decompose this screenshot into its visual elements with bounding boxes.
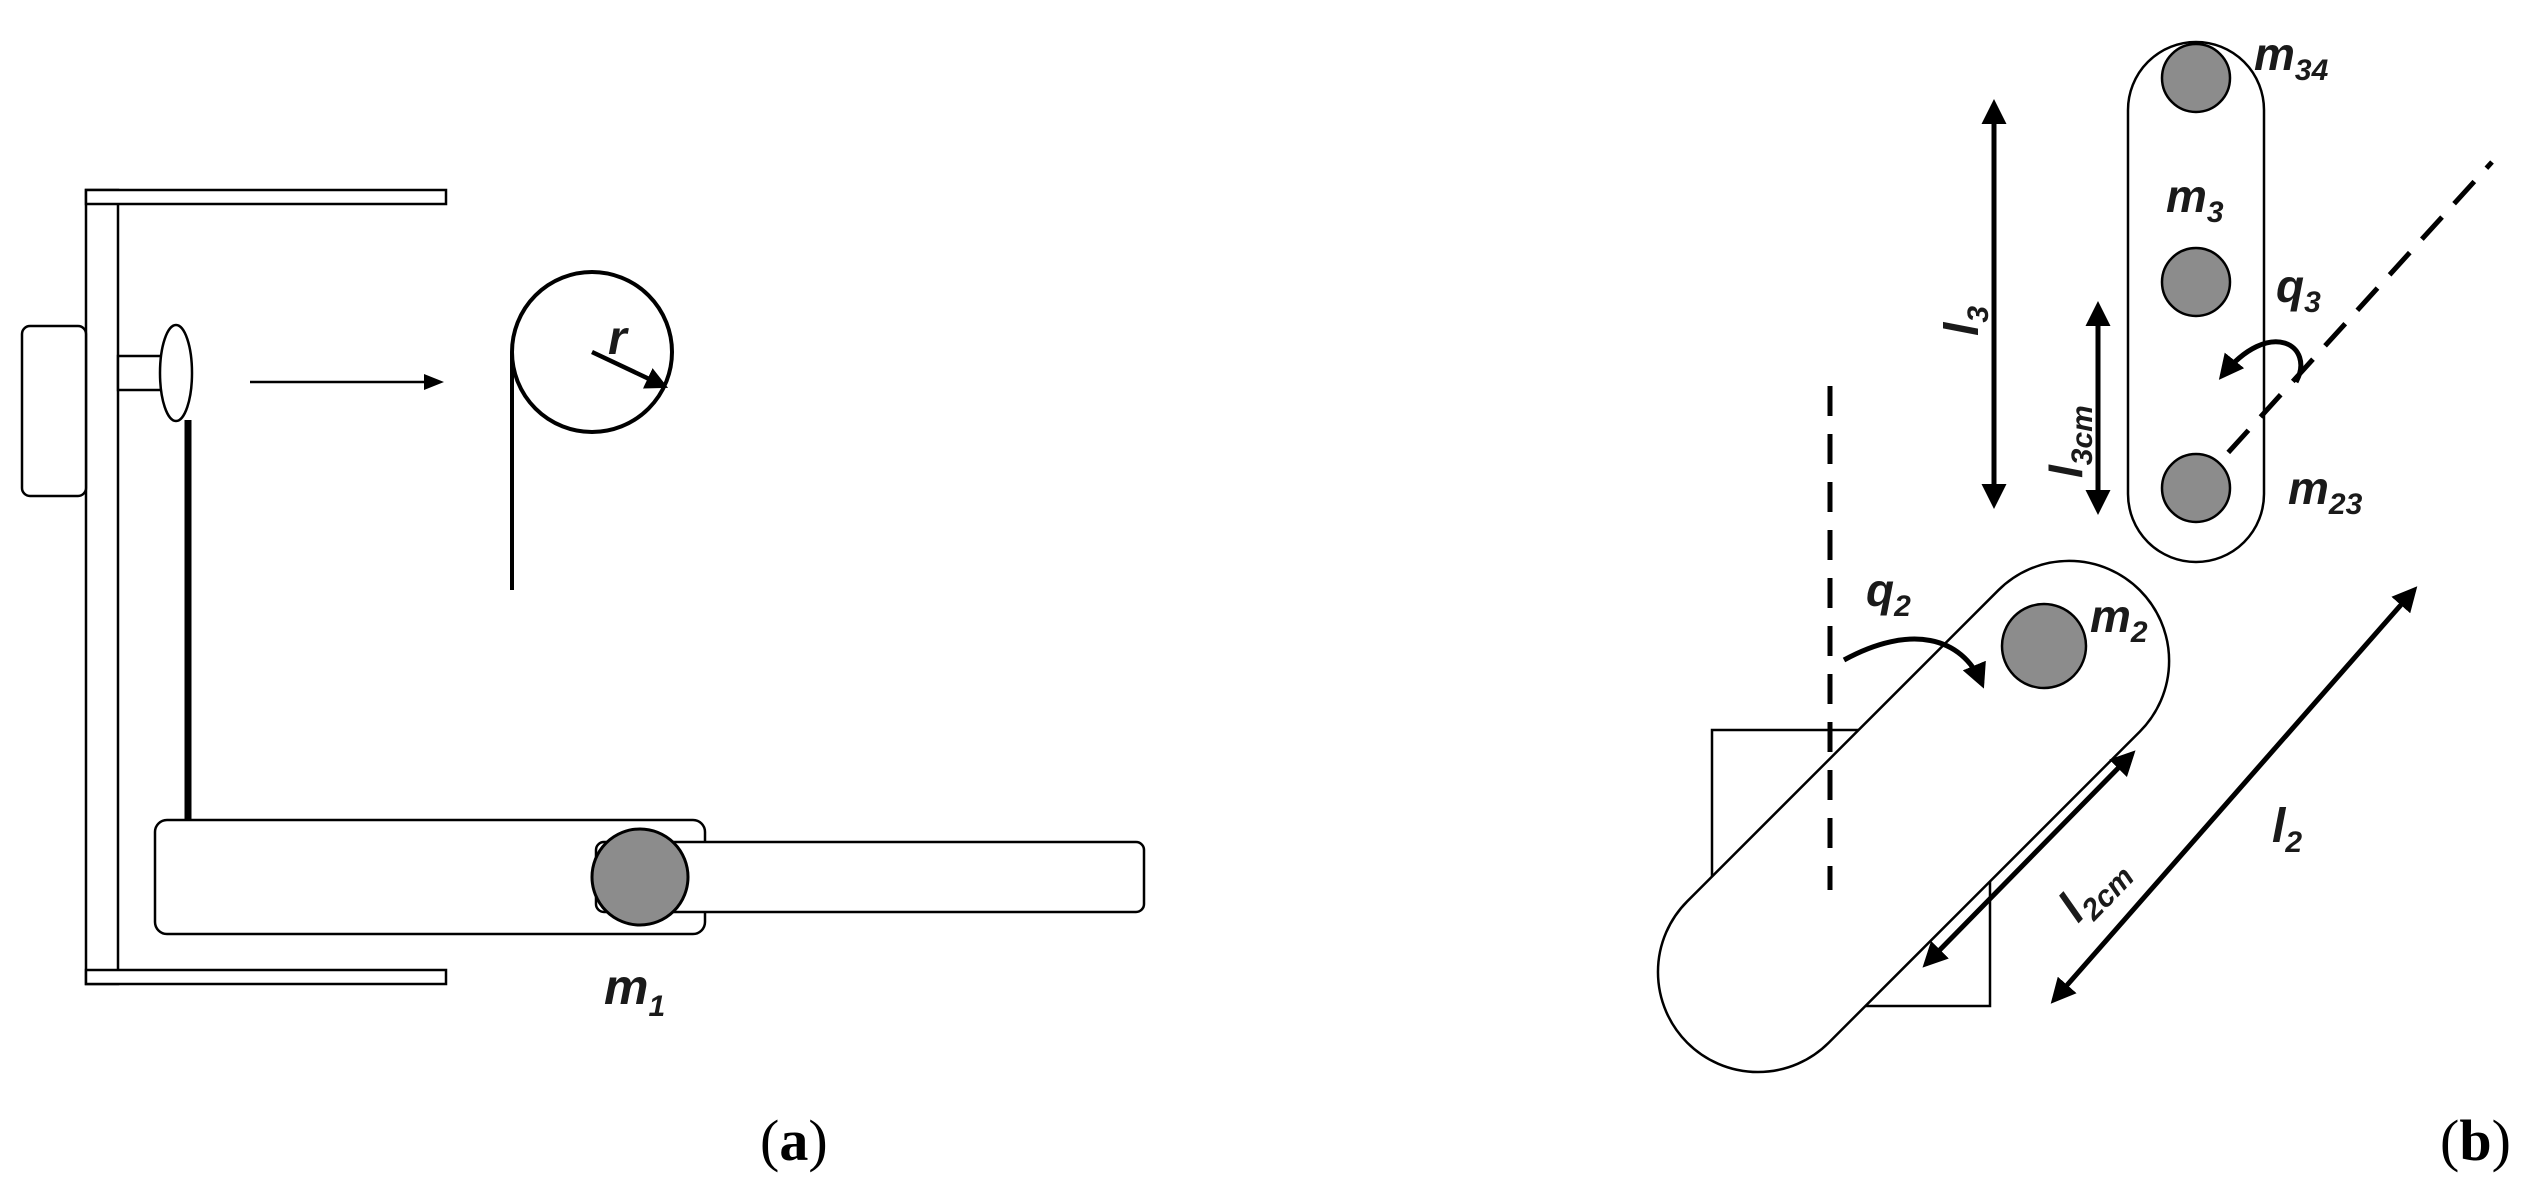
mass-23: [2160, 452, 2232, 524]
joint-3-reference-line: [2194, 160, 2494, 490]
mass-1-label: m1: [604, 959, 665, 1023]
mass-34: [2160, 42, 2232, 114]
mass-34-label: m34: [2254, 28, 2329, 87]
l2cm-dimension-arrow: [1922, 750, 2136, 968]
diagram-b: m34 m3 m23 m2 q3 q2 l3 l3cm l2 l2cm (b): [1656, 28, 2511, 1173]
q2-rotation-arrow: [1842, 636, 1986, 689]
pulley-side-view: [158, 323, 194, 423]
mass-23-label: m23: [2288, 462, 2363, 521]
radius-label: r: [608, 312, 629, 365]
top-bracket: [84, 188, 448, 206]
mass-3: [2160, 246, 2232, 318]
q3-rotation-arrow: [2218, 339, 2304, 384]
q3-label: q3: [2276, 260, 2321, 319]
l3cm-label: l3cm: [2040, 405, 2099, 478]
bottom-bracket: [84, 968, 448, 986]
radius-arrow: [591, 349, 669, 389]
l2-label: l2: [2272, 800, 2302, 859]
vertical-frame: [84, 188, 120, 986]
l2cm-label: l2cm: [2048, 842, 2141, 935]
caption-a: (a): [760, 1108, 828, 1173]
mass-3-label: m3: [2166, 170, 2224, 229]
q2-label: q2: [1866, 564, 1911, 623]
mass-1: [590, 827, 690, 927]
motor-shaft: [116, 354, 164, 392]
caption-b: (b): [2440, 1108, 2511, 1173]
l3-label: l3: [1936, 306, 1995, 336]
mass-2: [2000, 602, 2088, 690]
diagram-a: r m1 (a): [20, 188, 1146, 1173]
motor-housing: [20, 324, 88, 498]
